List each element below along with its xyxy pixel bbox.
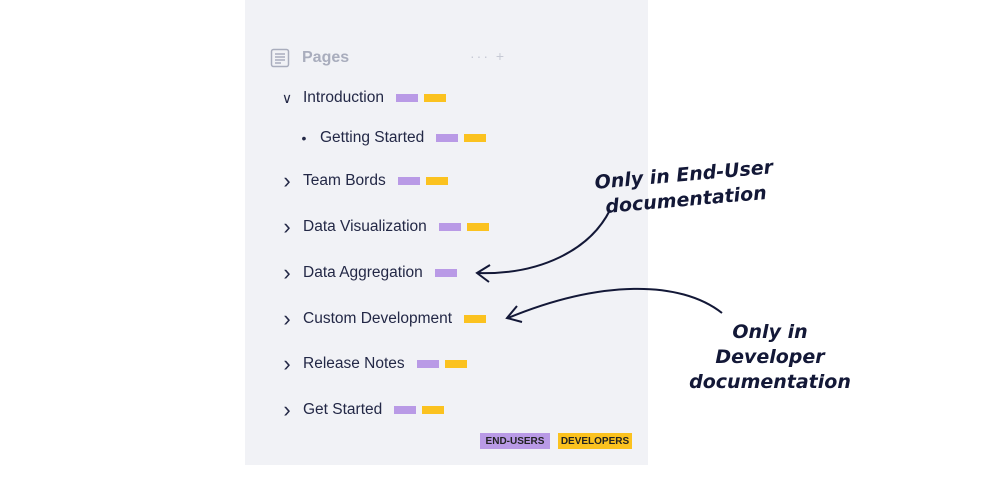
tag-end-users bbox=[396, 94, 418, 102]
page-item-label: Custom Development bbox=[303, 310, 453, 327]
chevron-right-icon[interactable]: › bbox=[283, 351, 291, 376]
arrow-end-user bbox=[477, 209, 611, 275]
page-item-label: Get Started bbox=[303, 401, 383, 418]
page-item[interactable]: › Custom Development bbox=[279, 306, 487, 331]
tag-end-users bbox=[416, 360, 439, 368]
tag-end-users bbox=[434, 269, 457, 277]
annotation-text: documentation bbox=[689, 371, 851, 393]
tag-developers bbox=[422, 406, 445, 414]
legend-developers: DEVELOPERS bbox=[558, 433, 632, 449]
tag-end-users bbox=[436, 134, 459, 142]
page-icon bbox=[270, 48, 290, 68]
chevron-right-icon[interactable]: › bbox=[283, 397, 291, 422]
page-item[interactable]: › Get Started bbox=[279, 397, 445, 422]
page-item-label: Data Aggregation bbox=[303, 264, 423, 281]
chevron-right-icon[interactable]: › bbox=[283, 214, 291, 239]
tag-end-users bbox=[438, 223, 461, 231]
bullet-icon: • bbox=[301, 130, 307, 146]
page-item[interactable]: › Release Notes bbox=[279, 351, 467, 376]
page-item-label: Data Visualization bbox=[303, 218, 427, 235]
legend-end-users: END-USERS bbox=[480, 433, 550, 449]
page-item[interactable]: › Data Aggregation bbox=[279, 260, 457, 285]
tag-developers bbox=[444, 360, 467, 368]
chevron-right-icon[interactable]: › bbox=[283, 260, 291, 285]
page-item-label: Introduction bbox=[303, 89, 384, 106]
page-item-label: Release Notes bbox=[303, 355, 405, 372]
chevron-down-icon[interactable]: ∨ bbox=[281, 89, 293, 106]
tag-end-users bbox=[394, 406, 417, 414]
page-item[interactable]: › Data Visualization bbox=[279, 214, 489, 239]
page-item[interactable]: › Team Bords bbox=[279, 168, 448, 193]
pages-sidebar bbox=[245, 0, 648, 465]
pages-title: Pages bbox=[302, 49, 350, 66]
tag-end-users bbox=[397, 177, 420, 185]
annotation-text: Only in Developer bbox=[715, 321, 825, 368]
chevron-right-icon[interactable]: › bbox=[283, 306, 291, 331]
page-item-label: Team Bords bbox=[303, 172, 386, 189]
page-item[interactable]: • Getting Started bbox=[296, 128, 487, 148]
tag-developers bbox=[424, 94, 446, 102]
pages-actions[interactable]: ··· + bbox=[470, 48, 507, 64]
tag-developers bbox=[464, 134, 487, 142]
chevron-right-icon[interactable]: › bbox=[283, 168, 291, 193]
tag-developers bbox=[464, 315, 487, 323]
page-item[interactable]: ∨ Introduction bbox=[279, 88, 446, 108]
tag-developers bbox=[425, 177, 448, 185]
arrow-developer bbox=[507, 287, 723, 319]
pages-header: Pages bbox=[270, 47, 349, 69]
annotation-developer: Only in Developer documentation bbox=[675, 320, 865, 395]
tag-developers bbox=[466, 223, 489, 231]
page-item-label: Getting Started bbox=[320, 129, 425, 146]
